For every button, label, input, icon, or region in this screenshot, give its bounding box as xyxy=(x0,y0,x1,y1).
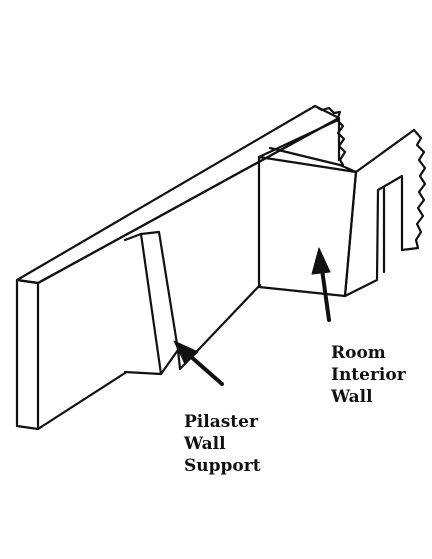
main-wall-front-face xyxy=(15,278,40,431)
pilaster-front xyxy=(123,232,163,376)
label-line: Interior xyxy=(331,365,406,385)
room-wall-broken-edge-left xyxy=(313,104,347,167)
room-wall-broken-edge-right xyxy=(400,128,427,252)
label-line: Wall xyxy=(184,434,226,454)
label-line: Pilaster xyxy=(184,412,258,432)
label-line: Wall xyxy=(331,387,373,407)
main-wall-side-face xyxy=(36,116,341,431)
room-wall-rear-return xyxy=(268,146,358,174)
label-line: Support xyxy=(184,456,261,476)
pilaster-side xyxy=(139,230,180,376)
arrow-to-pilaster-icon xyxy=(173,340,224,386)
room-wall-top-edge xyxy=(257,118,416,174)
pilaster-base xyxy=(176,283,262,371)
room-interior-wall-label: Room Interior Wall xyxy=(331,342,406,408)
pilaster xyxy=(123,230,262,376)
main-wall xyxy=(15,104,341,431)
room-wall-right-face xyxy=(343,170,404,298)
label-line: Room xyxy=(331,343,386,363)
pilaster-wall-support-label: Pilaster Wall Support xyxy=(184,411,261,477)
room-interior-wall xyxy=(257,104,427,298)
main-wall-top-face xyxy=(15,104,341,285)
arrow-to-room-wall-icon xyxy=(311,247,331,322)
room-wall-front-face xyxy=(257,155,358,298)
